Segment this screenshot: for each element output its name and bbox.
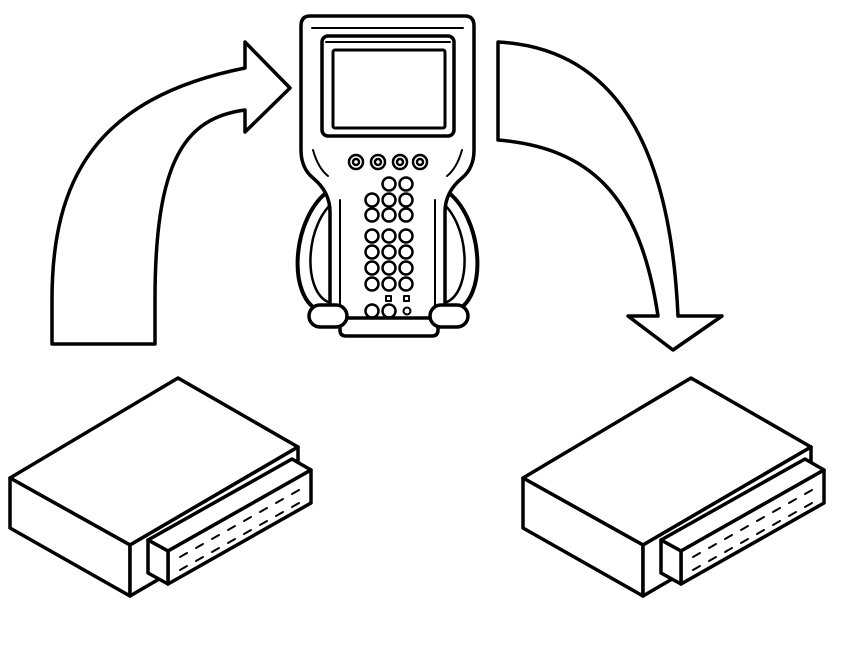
connector-pins bbox=[179, 489, 300, 571]
curved-arrow-up-right-icon bbox=[50, 40, 292, 346]
scan-tool-bumper-right bbox=[428, 303, 470, 329]
ecm-module-icon bbox=[521, 376, 826, 598]
ecm-module-icon bbox=[8, 376, 313, 598]
scan-tool-screen bbox=[331, 48, 447, 130]
scan-tool-keypad bbox=[364, 176, 414, 319]
scan-tool-function-keys bbox=[347, 153, 429, 171]
scan-tool-icon bbox=[295, 14, 480, 338]
connector-pins bbox=[692, 489, 813, 571]
scan-tool-bottom-connector bbox=[338, 316, 440, 338]
scan-tool-bumper-left bbox=[307, 303, 349, 329]
curved-arrow-down-right-icon bbox=[496, 40, 724, 352]
